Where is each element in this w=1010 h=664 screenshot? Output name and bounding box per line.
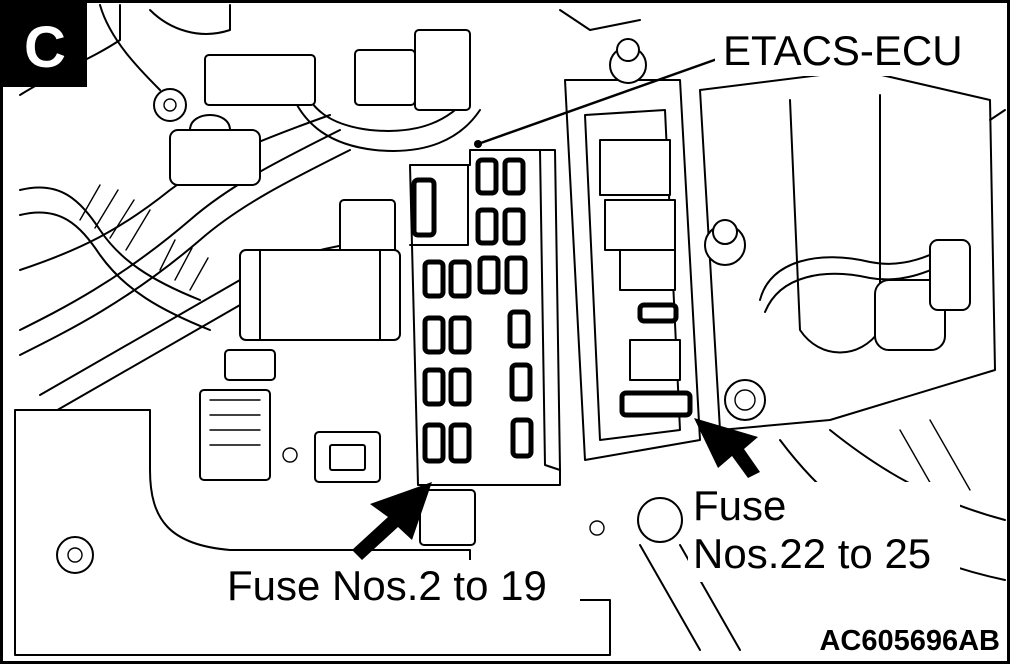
- ecu-leader-dot: [474, 140, 482, 148]
- side-fuse-large: [619, 390, 693, 418]
- fuse-slots: [411, 157, 534, 464]
- panel-letter-box: [3, 3, 87, 87]
- side-fuse-small: [637, 302, 679, 324]
- figure-id: AC605696AB: [819, 625, 1000, 657]
- relay-strip: [559, 9, 701, 461]
- panel-letter: C: [24, 15, 66, 80]
- fuse-main-callout: Fuse Nos.2 to 19: [227, 562, 547, 609]
- ecu-label-backdrop: [715, 26, 1003, 76]
- arrow-fuse-main: [352, 482, 432, 560]
- figure-id-backdrop: [758, 616, 1006, 660]
- wiring-harness-left: [19, 4, 481, 421]
- fuse-side-callout-line2: Nos.22 to 25: [693, 530, 931, 577]
- arrow-fuse-side: [694, 418, 760, 478]
- fuse-main-label-backdrop: [222, 560, 580, 610]
- fuse-side-callout-line1: Fuse: [693, 482, 786, 529]
- ecu-callout: ETACS-ECU: [723, 27, 963, 74]
- ecu-leader-line: [477, 56, 721, 146]
- etacs-ecu-fuse-block: [409, 149, 561, 486]
- fuse-side-label-backdrop: [688, 482, 960, 582]
